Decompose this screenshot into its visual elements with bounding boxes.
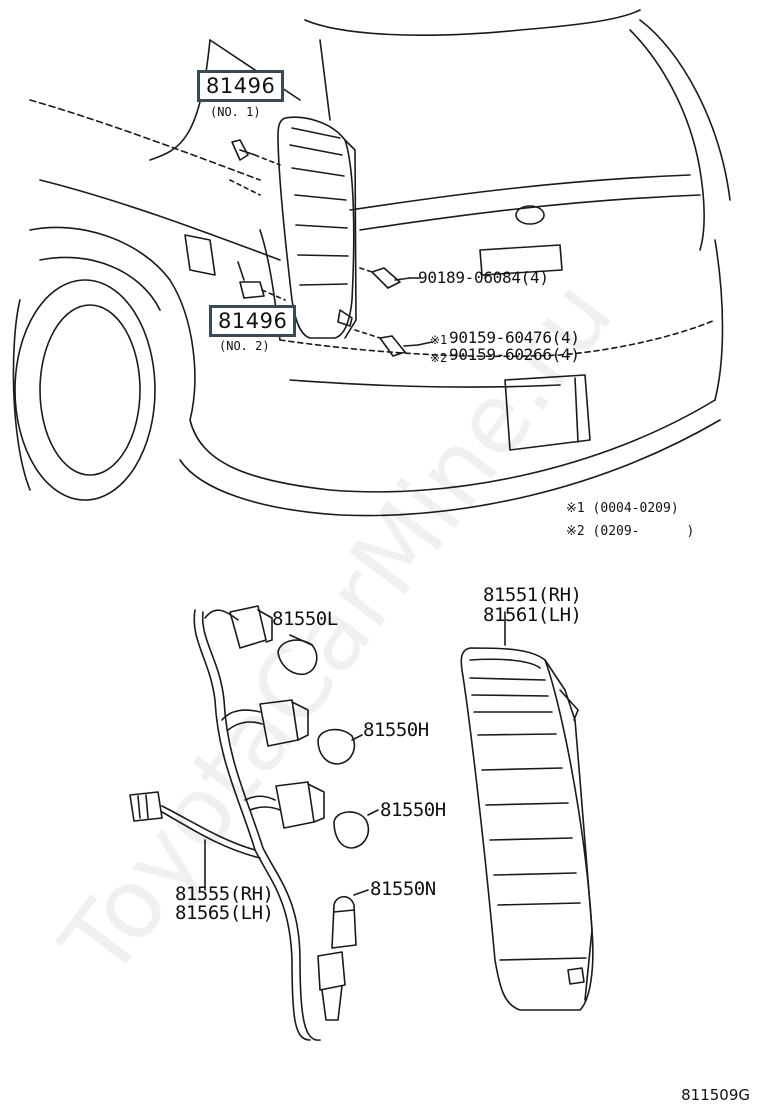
socket-wire-lh: 81565(LH) <box>175 902 274 924</box>
installed-lamp <box>277 116 357 339</box>
leader-lines <box>409 277 433 346</box>
vehicle-rear-body <box>12 9 731 517</box>
screw-part-number: 90189-06084(4) <box>418 268 549 287</box>
clip-no1-part-number: 81496 <box>197 70 285 102</box>
lamp-lens <box>460 611 594 1011</box>
socket-wire-assembly <box>129 605 346 1041</box>
bolt-90159 <box>354 329 419 357</box>
lamp-lens-lh: 81561(LH) <box>483 604 582 626</box>
bolt-part-number-2: 90159-60266(4) <box>449 345 580 364</box>
bulb-81550h-lower: 81550H <box>380 799 446 821</box>
socket-wire-rh: 81555(RH) <box>175 883 274 905</box>
bulbs <box>277 634 379 949</box>
figure-id: 811509G <box>681 1086 750 1104</box>
bulb-81550l: 81550L <box>272 608 338 630</box>
footnote-2: ※2 (0209- ) <box>566 524 695 539</box>
bulb-81550n: 81550N <box>370 878 436 900</box>
clip-no2-note: (NO. 2) <box>219 339 270 353</box>
screw-90189 <box>359 267 411 289</box>
clip-no2 <box>237 261 286 301</box>
bolt-mark-1: ※1 <box>430 333 448 347</box>
lamp-lens-rh: 81551(RH) <box>483 584 582 606</box>
clip-no1-note: (NO. 1) <box>210 105 261 119</box>
bolt-part-number-1: 90159-60476(4) <box>449 328 580 347</box>
bulb-81550h-upper: 81550H <box>363 719 429 741</box>
clip-no1 <box>231 139 281 166</box>
footnote-1: ※1 (0004-0209) <box>566 501 679 516</box>
bolt-mark-2: ※2 <box>430 351 448 365</box>
clip-no2-part-number: 81496 <box>209 305 297 337</box>
